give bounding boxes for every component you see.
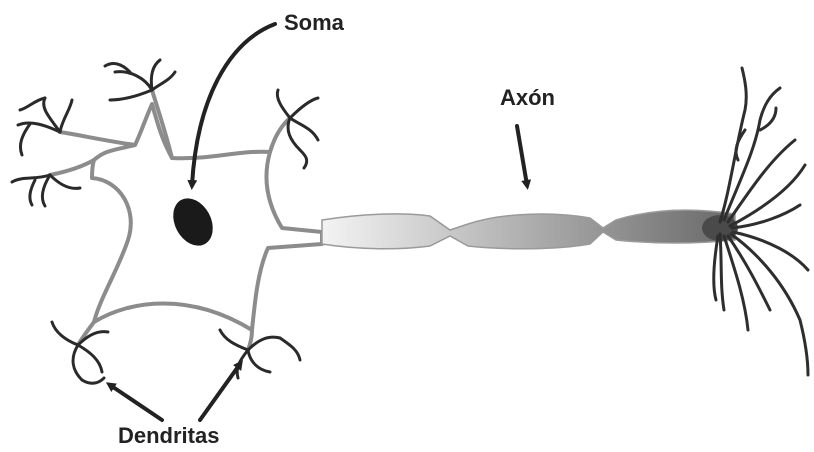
axon	[322, 210, 735, 249]
axon-arrow	[517, 126, 527, 185]
soma-label: Soma	[284, 10, 344, 36]
axon-terminals	[714, 68, 808, 375]
axon-label: Axón	[500, 85, 555, 111]
dendrites-label: Dendritas	[118, 423, 219, 449]
dendrites-arrow-right	[200, 364, 240, 420]
dendrites-arrow-left	[110, 385, 162, 420]
